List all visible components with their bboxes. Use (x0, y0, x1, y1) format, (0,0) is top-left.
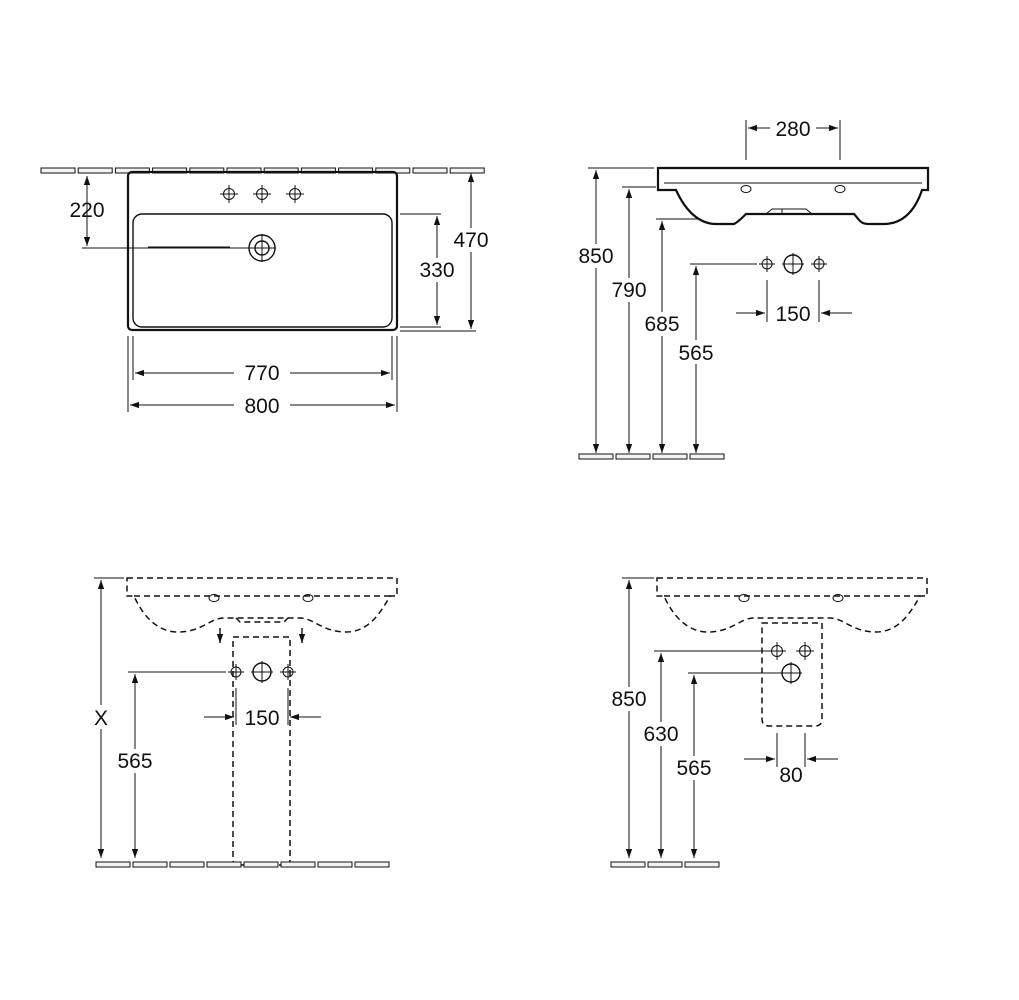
hatch-segment (578, 453, 614, 460)
hatch-segment (412, 167, 448, 174)
dim-470-label: 470 (453, 229, 488, 252)
hatch-segment (317, 861, 353, 868)
dim-565-pedestal-label: 565 (117, 750, 152, 773)
dim-565-semi-label: 565 (676, 757, 711, 780)
semi-pedestal-outline-dashed (761, 622, 823, 727)
supply-connection-icon (280, 664, 296, 680)
dim-x-label: X (94, 707, 108, 730)
dim-150-side-label: 150 (775, 303, 810, 326)
supply-connection-icon (796, 642, 814, 660)
dim-330-label: 330 (419, 259, 454, 282)
dim-800-label: 800 (244, 395, 279, 418)
supply-connection-icon (811, 256, 827, 272)
dim-280-label: 280 (775, 118, 810, 141)
supply-connection-icon (228, 664, 244, 680)
floor-hatch (95, 861, 390, 868)
basin-outline (126, 170, 399, 332)
top-view: 220 330 470 770 800 (40, 167, 496, 418)
hatch-segment (684, 861, 720, 868)
hatch-segment (243, 861, 279, 868)
hatch-segment (40, 167, 76, 174)
waste-connection-icon (251, 661, 273, 683)
dim-80-label: 80 (779, 764, 802, 787)
dim-850-semi-label: 850 (611, 688, 646, 711)
floor-hatch (610, 861, 720, 868)
dim-770-label: 770 (244, 362, 279, 385)
hatch-segment (615, 453, 651, 460)
supply-connection-icon (768, 642, 786, 660)
dim-850-side-label: 850 (578, 245, 613, 268)
supply-connection-icon (759, 256, 775, 272)
bowl-outline (132, 213, 393, 328)
tap-hole-icon (220, 185, 238, 203)
fixing-hole-icon (832, 594, 844, 602)
fixing-hole-icon (208, 594, 220, 602)
hatch-segment (449, 167, 485, 174)
floor-hatch (578, 453, 725, 460)
wall-hatch (40, 167, 485, 174)
hatch-segment (647, 861, 683, 868)
fixing-hole-icon (302, 594, 314, 602)
hatch-segment (689, 453, 725, 460)
basin-profile (656, 166, 930, 226)
hatch-segment (95, 861, 131, 868)
hatch-segment (354, 861, 390, 868)
pedestal-view: 150 X 565 (88, 577, 398, 868)
hatch-segment (280, 861, 316, 868)
tap-hole-icon (286, 185, 304, 203)
fixing-hole-icon (738, 594, 750, 602)
dim-220-label: 220 (69, 199, 104, 222)
hatch-segment (610, 861, 646, 868)
hatch-segment (206, 861, 242, 868)
dim-790-label: 790 (611, 279, 646, 302)
basin-outline-dashed (126, 577, 398, 633)
hatch-segment (77, 167, 113, 174)
basin-outline-dashed (656, 577, 928, 633)
side-view: 280 150 850 790 685 (573, 116, 930, 460)
fixing-hole-icon (740, 185, 752, 193)
hatch-segment (132, 861, 168, 868)
waste-connection-icon (782, 253, 804, 275)
semi-pedestal-view: 80 850 630 565 (606, 577, 928, 868)
tap-hole-icon (253, 185, 271, 203)
fixing-hole-icon (834, 185, 846, 193)
hatch-segment (169, 861, 205, 868)
dim-685-label: 685 (644, 313, 679, 336)
dim-565-side-label: 565 (678, 342, 713, 365)
drain-icon (248, 234, 276, 262)
waste-connection-icon (780, 662, 802, 684)
dim-630-label: 630 (643, 723, 678, 746)
hatch-segment (652, 453, 688, 460)
dim-150-pedestal-label: 150 (244, 707, 279, 730)
